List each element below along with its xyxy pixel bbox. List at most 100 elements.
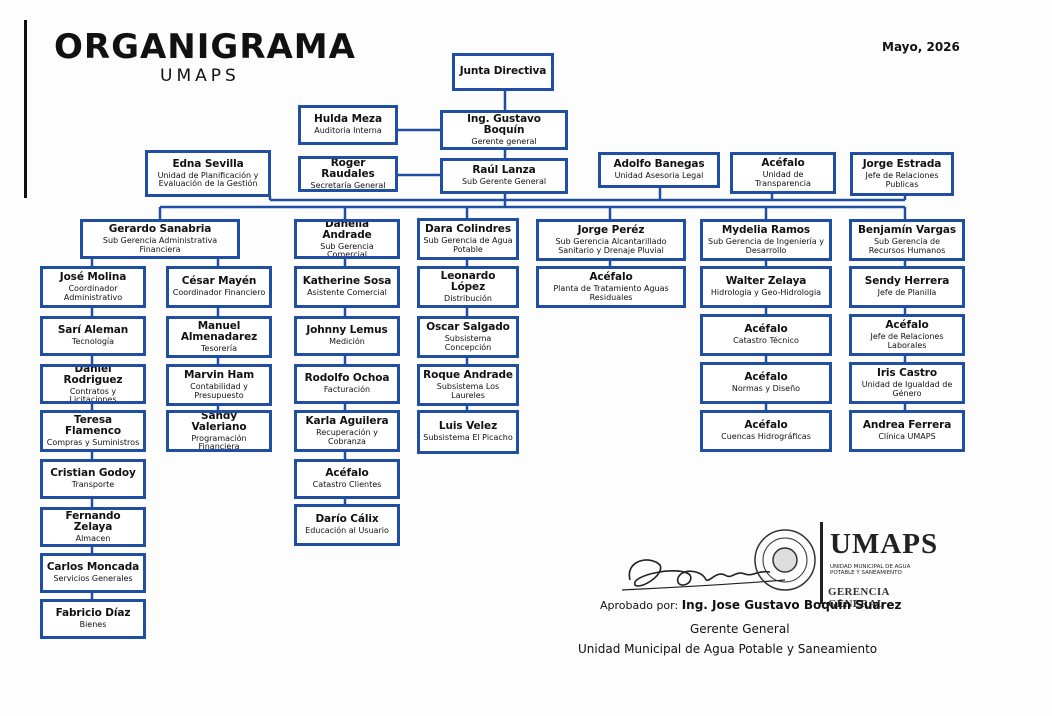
approver-title: Gerente General: [690, 622, 790, 636]
node-role: Subsistema Concepción: [444, 334, 492, 352]
node-name: Acéfalo: [589, 271, 633, 284]
node-role: Gerente general: [471, 136, 537, 146]
logo-divider: [820, 522, 823, 604]
node-name: Benjamín Vargas: [857, 224, 957, 237]
node-name: Raúl Lanza: [472, 164, 536, 177]
header-accent-bar: [24, 20, 27, 198]
node-name: Luis Velez: [438, 420, 498, 433]
approver-name: Ing. Jose Gustavo Boquin Suarez: [681, 598, 902, 612]
node-role: Coordinador Administrativo: [63, 284, 123, 302]
node-role: Medición: [329, 337, 365, 347]
node-role: Distribución: [444, 293, 492, 303]
node-name: Fernando Zelaya: [65, 509, 121, 533]
node-name: Sendy Herrera: [864, 275, 950, 288]
node-role: Planta de Tratamiento Aguas Residuales: [553, 284, 669, 302]
node-role: Jefe de Relaciones Publicas: [865, 171, 939, 189]
node-role: Sub Gerencia Alcantarillado Sanitario y …: [555, 237, 667, 255]
org-node-sg-ingenieria: Mydelia Ramos Sub Gerencia de Ingeniería…: [700, 219, 832, 261]
node-name: Acéfalo: [744, 323, 788, 336]
node-name: Andrea Ferrera: [862, 419, 952, 432]
node-role: Recuperación y Cobranza: [316, 428, 378, 446]
signature-image: [621, 559, 786, 591]
node-role: Hidrologia y Geo-Hidrologia: [710, 288, 822, 298]
node-role: Unidad de Igualdad de Género: [861, 380, 953, 398]
node-name: Iris Castro: [877, 367, 937, 380]
node-name: Katherine Sosa: [302, 275, 392, 288]
node-role: Unidad de Transparencia: [755, 170, 811, 188]
node-role: Auditoria Interna: [314, 126, 382, 136]
org-node-auditoria-interna: Hulda Meza Auditoria Interna: [298, 105, 398, 145]
org-node-secretaria-general: Roger Raudales Secretaría General: [298, 156, 398, 192]
node-role: Almacen: [75, 533, 111, 543]
node-name: Acéfalo: [325, 467, 369, 480]
node-role: Sub Gerente General: [461, 177, 547, 187]
node-role: Sub Gerencia de Recursos Humanos: [868, 237, 946, 255]
node-role: Tecnología: [71, 337, 115, 347]
node-name: Mydelia Ramos: [721, 224, 811, 237]
node-role: Contratos y Licitaciones: [69, 386, 117, 404]
node-name: Johnny Lemus: [306, 324, 388, 337]
node-role: Programación Financiera: [191, 433, 247, 452]
node-name: Danelia Andrade: [322, 219, 372, 241]
seal-stamp-icon: [754, 529, 816, 591]
node-role: Jefe de Planilla: [877, 288, 937, 298]
logo-stamp-text: GERENCIA GENERAL: [828, 586, 890, 610]
node-name: José Molina: [59, 271, 127, 284]
node-role: Subsistema El Picacho: [423, 433, 513, 443]
node-name: Walter Zelaya: [725, 275, 807, 288]
node-name: Dara Colindres: [425, 223, 511, 236]
node-role: Unidad Asesoria Legal: [614, 171, 704, 181]
logo-text: UMAPS: [830, 528, 939, 560]
node-role: Bienes: [79, 620, 107, 630]
node-name: Oscar Salgado: [426, 321, 510, 334]
node-role: Unidad de Planificación y Evaluación de …: [157, 170, 259, 188]
node-name: Acéfalo: [744, 419, 788, 432]
org-node-asesoria-legal: Adolfo Banegas Unidad Asesoria Legal: [598, 152, 720, 188]
node-name: Gerardo Sanabria: [108, 223, 212, 236]
org-node-sg-rrhh: Benjamín Vargas Sub Gerencia de Recursos…: [849, 219, 965, 261]
node-name: Acéfalo: [744, 371, 788, 384]
node-name: Darío Cálix: [315, 513, 379, 526]
node-role: Cuencas Hidrográficas: [721, 432, 811, 442]
node-name: Daniel Rodriguez: [63, 364, 123, 386]
node-name: Roger Raudales: [321, 156, 375, 180]
node-role: Tesorería: [201, 343, 237, 353]
node-name: Hulda Meza: [314, 113, 382, 126]
node-role: Transporte: [71, 480, 115, 490]
umaps-logo: UMAPS UNIDAD MUNICIPAL DE AGUA POTABLE Y…: [820, 522, 937, 610]
node-role: Subsistema Los Laureles: [436, 382, 500, 400]
document-date: Mayo, 2026: [882, 40, 960, 54]
org-node-gerente-general: Ing. Gustavo Boquín Gerente general: [440, 110, 568, 150]
node-name: Leonardo López: [440, 269, 496, 293]
node-name: Ing. Gustavo Boquín: [467, 112, 541, 136]
node-name: Carlos Moncada: [46, 561, 140, 574]
node-role: Sub Gerencia de Ingeniería y Desarrollo: [708, 237, 824, 255]
node-name: Jorge Estrada: [862, 158, 942, 171]
approver-organization: Unidad Municipal de Agua Potable y Sanea…: [578, 642, 878, 656]
org-node-sub-gerente-general: Raúl Lanza Sub Gerente General: [440, 158, 568, 194]
node-name: Karla Aguilera: [305, 415, 389, 428]
node-role: Compras y Suministros: [46, 437, 140, 447]
org-node-junta-directiva: Junta Directiva: [452, 53, 554, 91]
